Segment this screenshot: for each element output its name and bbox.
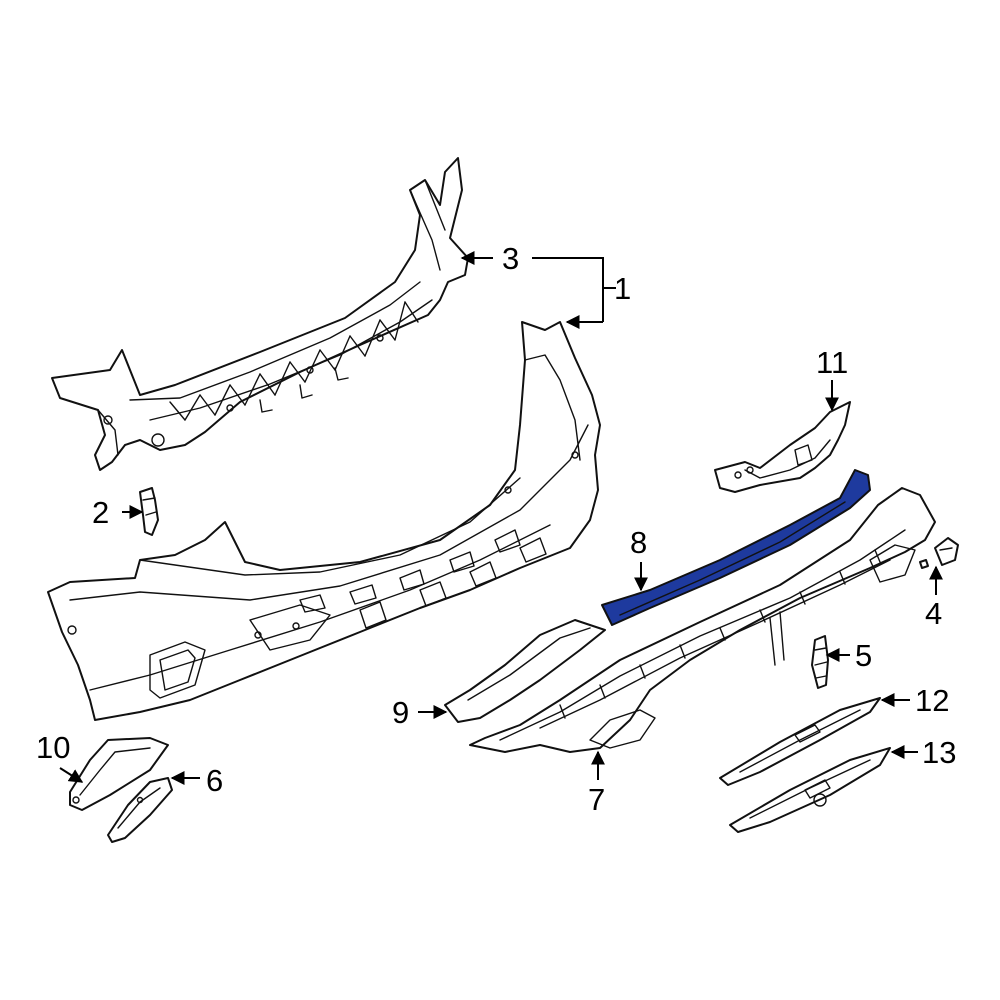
callout-6: 6 bbox=[206, 763, 223, 798]
callout-7: 7 bbox=[588, 782, 605, 817]
clip-4 bbox=[919, 537, 959, 569]
leader-lines bbox=[59, 251, 943, 785]
callout-2: 2 bbox=[92, 495, 109, 530]
callout-10: 10 bbox=[36, 730, 70, 765]
under-panel-13 bbox=[729, 747, 891, 833]
clip-2 bbox=[139, 487, 159, 536]
callout-4: 4 bbox=[925, 596, 942, 631]
reinforcement-bar bbox=[51, 157, 469, 471]
bumper-cover bbox=[47, 321, 601, 721]
callout-9: 9 bbox=[392, 695, 409, 730]
reflector-6 bbox=[107, 777, 173, 843]
callout-3: 3 bbox=[502, 241, 519, 276]
bracket-11 bbox=[714, 401, 851, 493]
reflector-10 bbox=[69, 737, 169, 811]
callout-13: 13 bbox=[922, 735, 956, 770]
callout-5: 5 bbox=[855, 638, 872, 673]
under-panel-12 bbox=[719, 697, 881, 786]
callout-1: 1 bbox=[614, 271, 631, 306]
callout-12: 12 bbox=[915, 683, 949, 718]
bracket-5 bbox=[811, 635, 829, 689]
lower-valance bbox=[469, 487, 936, 753]
callout-labels: 3 1 2 11 8 4 5 9 12 7 13 10 6 bbox=[36, 241, 956, 817]
trim-strip-highlighted bbox=[601, 469, 871, 626]
callout-8: 8 bbox=[630, 525, 647, 560]
side-trim-9 bbox=[444, 619, 606, 723]
callout-11: 11 bbox=[816, 345, 848, 380]
